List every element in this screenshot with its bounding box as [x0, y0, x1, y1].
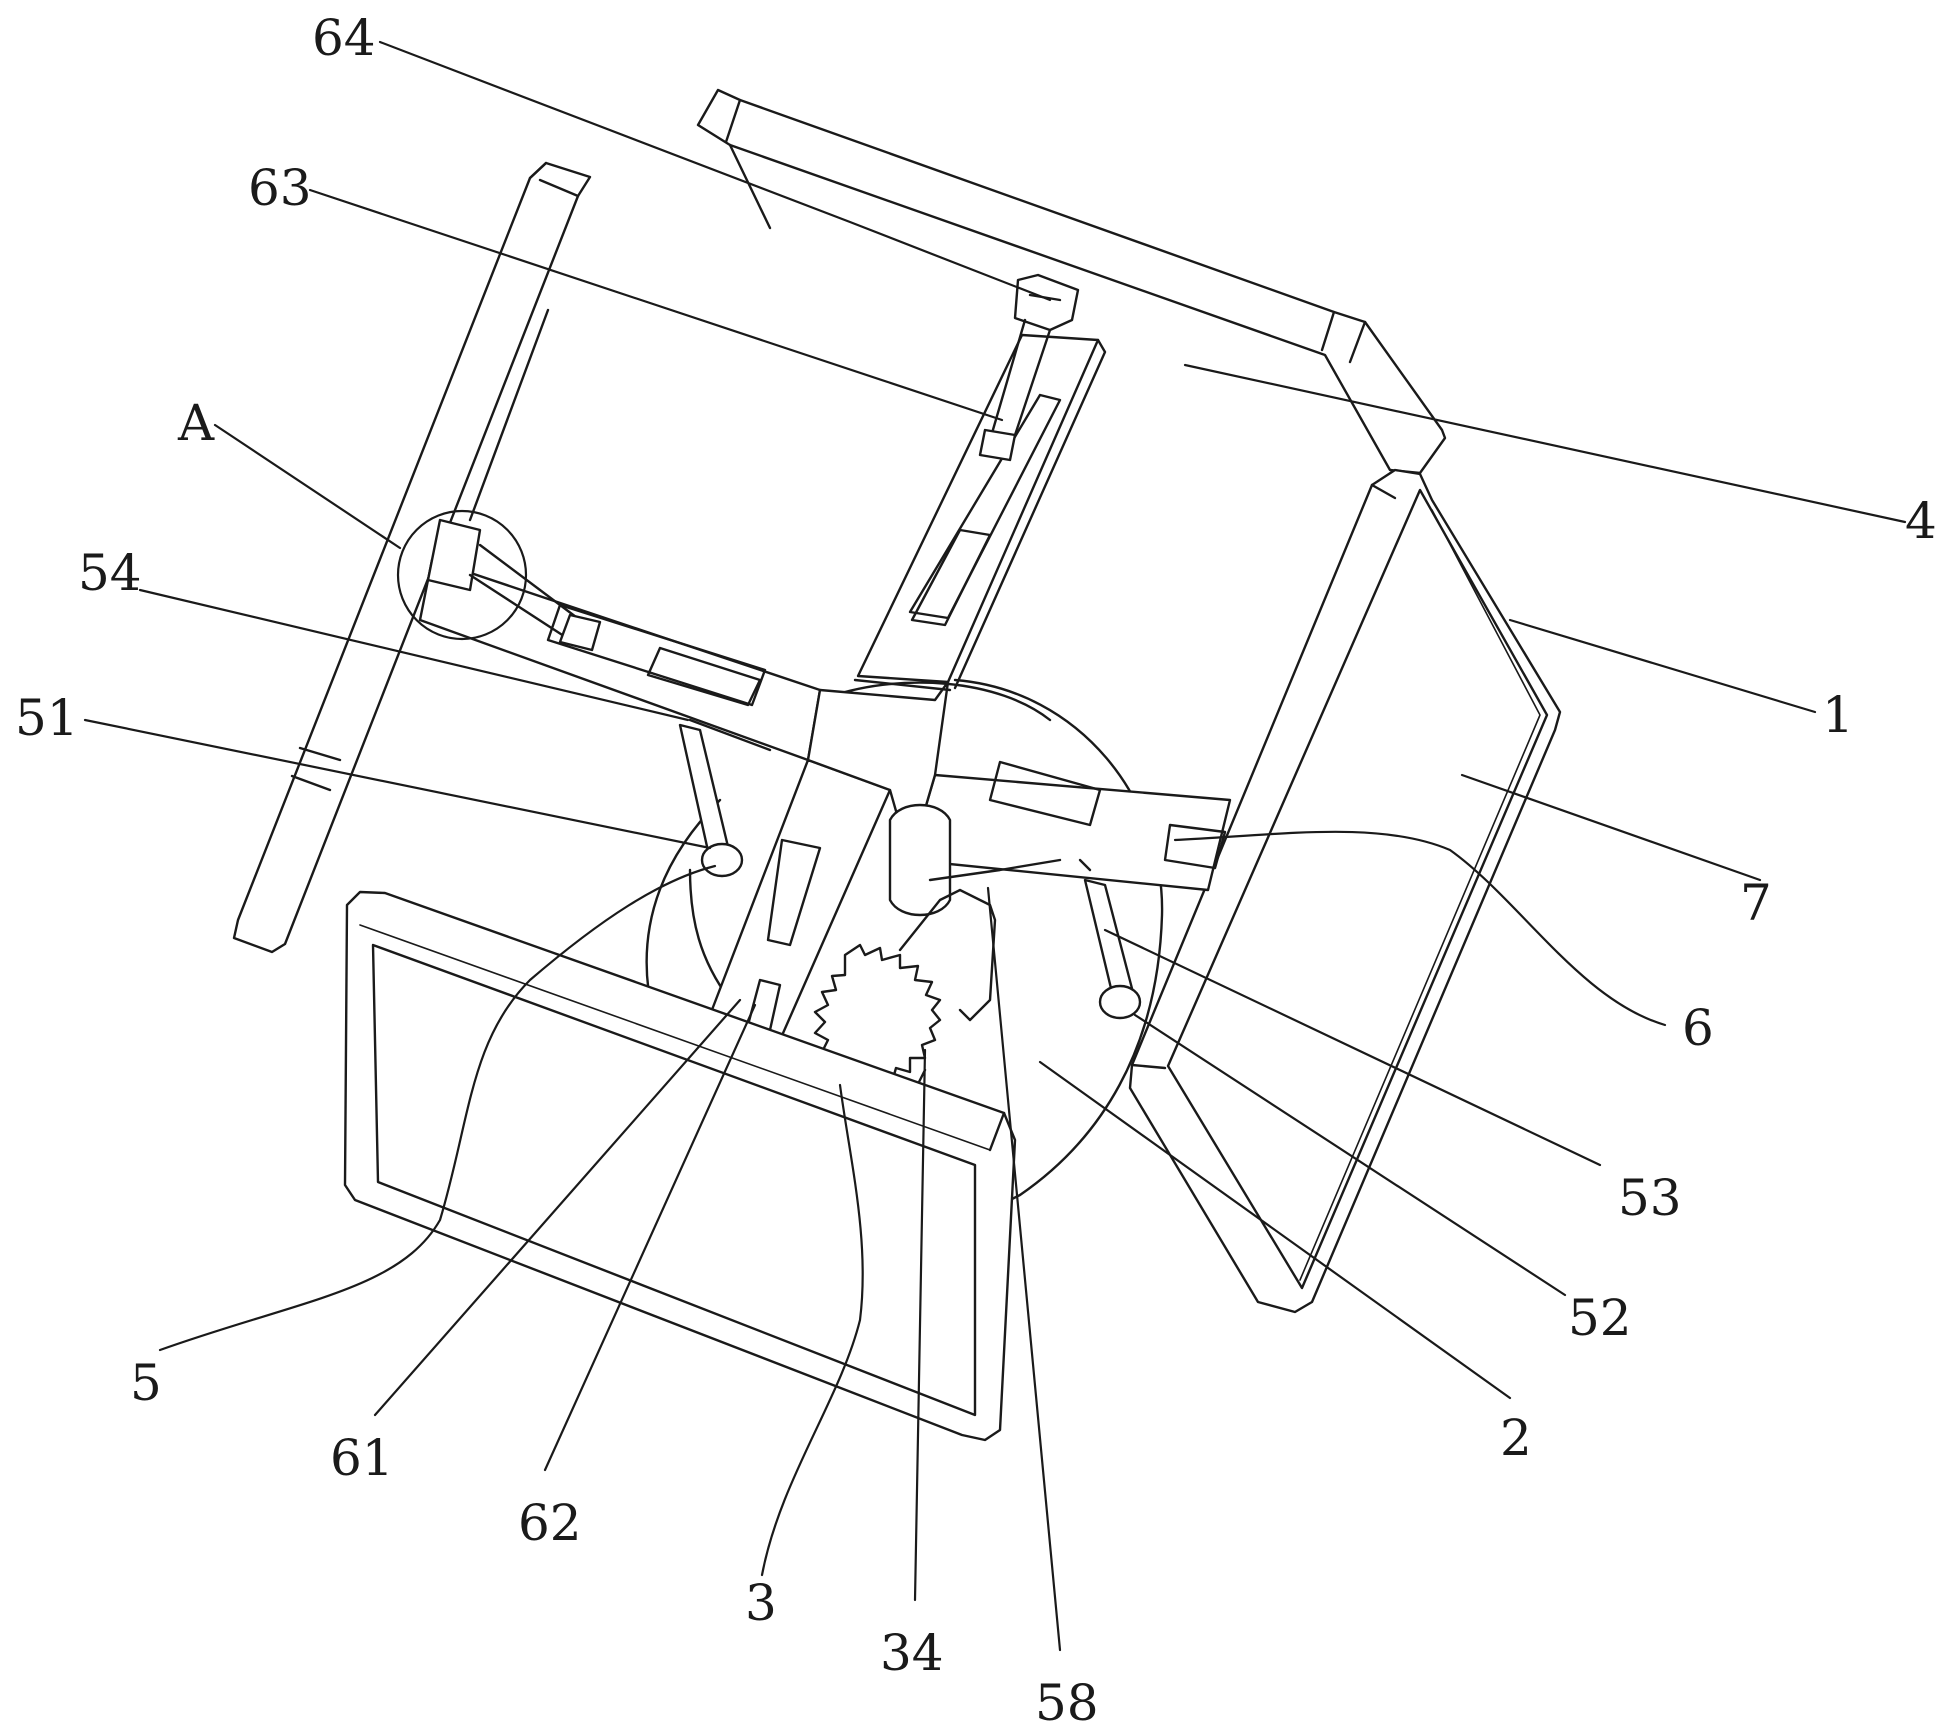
left-plate — [232, 161, 592, 954]
label-64: 64 — [312, 9, 376, 67]
label-3: 3 — [745, 1574, 777, 1632]
label-34: 34 — [880, 1624, 944, 1682]
bottom-panel — [343, 890, 1017, 1442]
reference-labels: 64 63 A 54 51 5 61 62 3 34 58 2 52 53 6 … — [15, 9, 1937, 1732]
label-53: 53 — [1618, 1169, 1682, 1227]
left-linkage — [678, 718, 772, 878]
label-63: 63 — [248, 159, 312, 217]
label-54: 54 — [78, 544, 142, 602]
label-1: 1 — [1822, 686, 1854, 744]
top-plate — [696, 88, 1447, 475]
label-2: 2 — [1500, 1409, 1532, 1467]
label-6: 6 — [1682, 999, 1714, 1057]
label-A: A — [177, 394, 215, 452]
motor-cylinder — [888, 803, 952, 917]
right-panel — [1128, 468, 1562, 1314]
label-4: 4 — [1905, 492, 1937, 550]
detail-circle-a — [396, 509, 528, 641]
right-linkage — [1078, 858, 1142, 1020]
leader-lines — [83, 40, 1907, 1652]
label-52: 52 — [1568, 1289, 1632, 1347]
label-51: 51 — [15, 689, 79, 747]
left-actuator — [426, 518, 602, 652]
label-61: 61 — [330, 1429, 394, 1487]
label-7: 7 — [1740, 874, 1772, 932]
label-62: 62 — [518, 1494, 582, 1552]
label-58: 58 — [1035, 1674, 1099, 1732]
label-5: 5 — [130, 1354, 162, 1412]
